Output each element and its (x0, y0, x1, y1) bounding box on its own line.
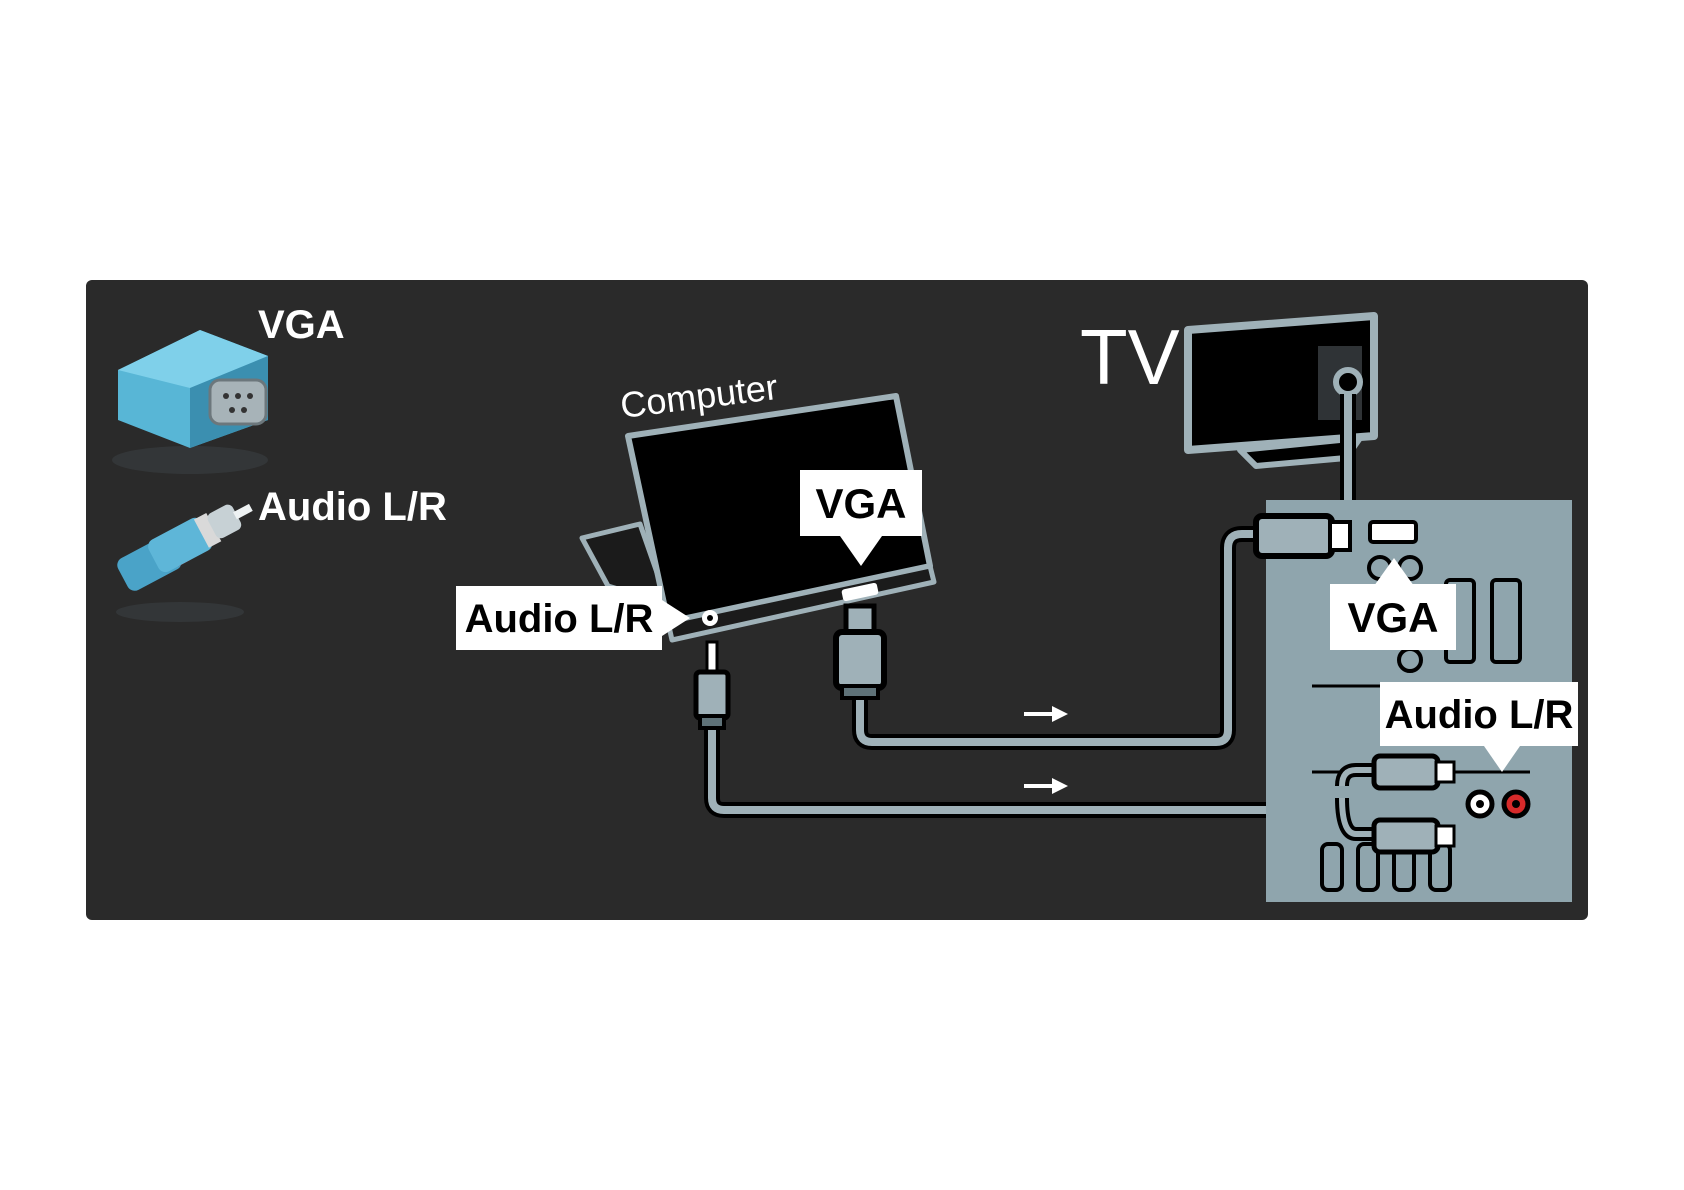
tv-label: TV (1080, 313, 1180, 401)
svg-text:VGA: VGA (1347, 594, 1438, 641)
legend-audio-label: Audio L/R (258, 485, 447, 529)
svg-text:Audio L/R: Audio L/R (1385, 693, 1574, 737)
svg-text:Audio L/R: Audio L/R (465, 597, 654, 641)
vga-plug-tv (1256, 516, 1350, 556)
computer-audio-callout: Audio L/R (456, 586, 690, 650)
svg-text:VGA: VGA (815, 480, 906, 527)
legend-vga-label: VGA (258, 303, 345, 347)
